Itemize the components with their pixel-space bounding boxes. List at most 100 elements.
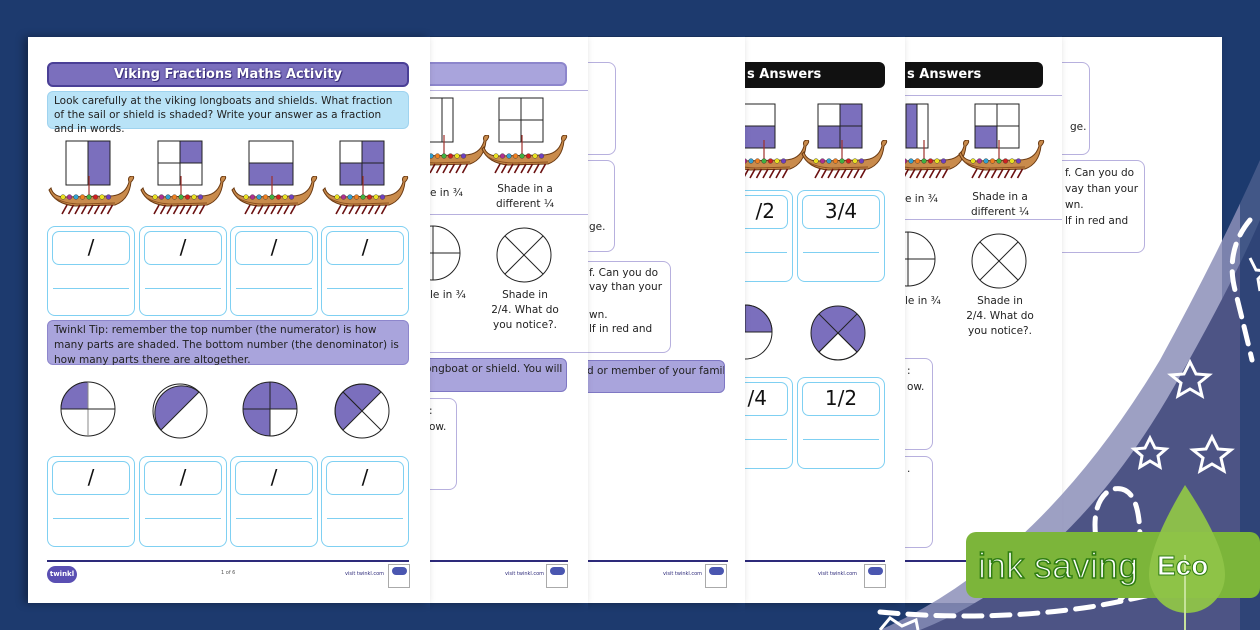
quality-badge — [546, 564, 568, 588]
footer-link[interactable]: visit twinkl.com — [505, 571, 545, 577]
answer-box[interactable]: / — [47, 456, 135, 547]
answer-fraction: 3/4 — [802, 195, 880, 229]
question-box: : ow. — [429, 398, 457, 490]
viking-longboat — [478, 134, 570, 179]
shield-sail-half-shaded — [248, 140, 294, 186]
circle-quarter-shaded — [745, 304, 773, 360]
instruction-box: d or member of your family — [588, 360, 725, 393]
answer-fraction-input[interactable]: / — [144, 231, 222, 265]
shield-sail-half-shaded — [745, 103, 776, 149]
footer-divider — [47, 560, 409, 562]
question-box: ge. — [1062, 62, 1090, 155]
answer-box[interactable]: / — [230, 226, 318, 316]
answer-fraction: /2 — [745, 195, 788, 229]
star-icon — [1248, 257, 1260, 292]
caption: e in ¾ — [430, 187, 463, 199]
answer-box[interactable]: / — [321, 226, 409, 316]
instruction-box: Look carefully at the viking longboats a… — [47, 91, 409, 135]
page-number: 1 of 6 — [221, 570, 236, 576]
box-line: lf in red and — [589, 323, 653, 335]
circle-half-shaded — [152, 383, 208, 439]
instruction-box: ongboat or shield. You will — [425, 358, 567, 392]
answers-title-bar: s Answers — [745, 62, 885, 88]
answer-box[interactable]: 1/2 — [797, 377, 885, 469]
shield-sail-quarters — [498, 97, 544, 143]
answer-fraction-input[interactable]: / — [235, 461, 313, 495]
question-box: f. Can you do vay than your wn. lf in re… — [1062, 160, 1145, 253]
circle-three-quarters-shaded — [242, 381, 298, 437]
answer-box[interactable]: /4 — [745, 377, 793, 469]
question-box: . — [905, 456, 933, 548]
answer-fraction: 1/2 — [802, 382, 880, 416]
viking-longboat — [430, 134, 492, 179]
shield-sail-three-quarters-shaded — [817, 103, 863, 149]
circle-quarter-shaded — [60, 381, 116, 437]
caption: e in ¾ — [905, 193, 938, 205]
answer-box[interactable]: 3/4 — [797, 190, 885, 282]
title-bar — [430, 62, 567, 86]
caption: different ¼ — [970, 206, 1030, 218]
footer-link[interactable]: visit twinkl.com — [663, 571, 703, 577]
ink-drop-icon — [1149, 485, 1225, 613]
answer-box[interactable]: / — [47, 226, 135, 316]
answers-title: s Answers — [747, 67, 822, 82]
caption: you notice?. — [968, 325, 1032, 337]
caption: le in ¾ — [905, 295, 941, 307]
caption: le in ¾ — [430, 289, 466, 301]
star-icon — [1130, 434, 1170, 470]
viking-longboat — [137, 175, 229, 220]
circle-quartered — [905, 231, 936, 287]
answer-box[interactable]: /2 — [745, 190, 793, 282]
instruction-text: ongboat or shield. You will — [425, 363, 563, 375]
footer-link[interactable]: visit twinkl.com — [345, 571, 385, 577]
box-line: . — [907, 463, 911, 475]
answers-title-bar: s Answers — [905, 62, 1043, 88]
shield-sail-half-shaded — [905, 103, 929, 149]
box-text: ge. — [1070, 121, 1087, 133]
box-line: : — [907, 365, 911, 377]
caption: Shade in — [977, 295, 1023, 307]
caption: Shade in a — [972, 191, 1028, 203]
star-icon — [1167, 358, 1213, 400]
question-box — [588, 62, 616, 155]
box-line: ow. — [429, 421, 447, 433]
quality-badge — [864, 564, 886, 588]
answer-box[interactable]: / — [139, 226, 227, 316]
caption: 2/4. What do — [966, 310, 1034, 322]
answer-fraction-input[interactable]: / — [235, 231, 313, 265]
caption: 2/4. What do — [491, 304, 559, 316]
star-icon — [1189, 433, 1235, 475]
circle-quartered — [430, 225, 461, 281]
answer-fraction-input[interactable]: / — [326, 461, 404, 495]
answer-box[interactable]: / — [139, 456, 227, 547]
caption: Shade in — [502, 289, 548, 301]
answer-fraction-input[interactable]: / — [326, 231, 404, 265]
shield-sail-quarters — [430, 97, 454, 143]
footer-link[interactable]: visit twinkl.com — [818, 571, 858, 577]
quality-badge — [388, 564, 410, 588]
answer-box[interactable]: / — [321, 456, 409, 547]
viking-longboat — [745, 139, 812, 184]
box-line: ow. — [907, 381, 925, 393]
answer-fraction-input[interactable]: / — [52, 231, 130, 265]
answer-box[interactable]: / — [230, 456, 318, 547]
circle-two-quarters-shaded — [334, 383, 390, 439]
circle-quartered-x — [971, 233, 1027, 289]
ink-saving-label: ink saving — [978, 545, 1138, 586]
caption: different ¼ — [495, 198, 555, 210]
shield-sail-three-quarters-shaded — [339, 140, 385, 186]
viking-longboat — [228, 175, 320, 220]
answer-fraction-input[interactable]: / — [144, 461, 222, 495]
answers-title: s Answers — [907, 67, 982, 82]
twinkl-tip: Twinkl Tip: remember the top number (the… — [47, 320, 409, 366]
answer-fraction-input[interactable]: / — [52, 461, 130, 495]
worksheet-title: Viking Fractions Maths Activity — [47, 62, 409, 87]
viking-longboat — [905, 139, 972, 184]
caption: Shade in a — [497, 183, 553, 195]
box-line: wn. — [589, 309, 608, 321]
